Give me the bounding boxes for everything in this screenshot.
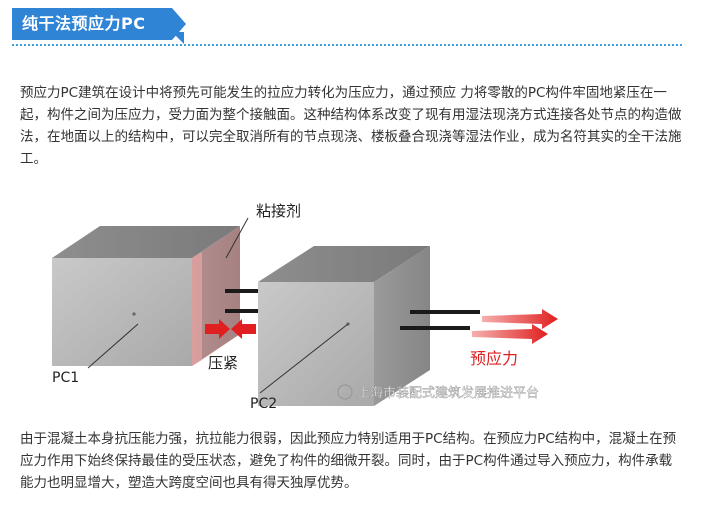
advantage-paragraph: 由于混凝土本身抗压能力强，抗拉能力很弱，因此预应力特别适用于PC结构。在预应力P… [20, 431, 677, 491]
leader-lines [87, 217, 349, 394]
compress-label: 压紧 [208, 354, 238, 372]
watermark: 上海市装配式建筑发展推进平台 [337, 384, 539, 401]
pc2-tendons [400, 310, 480, 330]
title-tab-fold [172, 32, 184, 44]
dotted-divider [12, 44, 682, 46]
prestress-label: 预应力 [470, 349, 518, 368]
pc1-label: PC1 [52, 370, 79, 386]
intro-paragraph: 预应力PC建筑在设计中将预先可能发生的拉应力转化为压应力，通过预应 力将零散的P… [20, 85, 682, 167]
section-title: 纯干法预应力PC [12, 8, 172, 40]
pc1-block [52, 226, 240, 366]
section-header: 纯干法预应力PC [12, 8, 682, 48]
pc-prestress-diagram: 粘接剂 PC1 PC2 压紧 预应力 上海市装配式建筑发展推进平台 [30, 188, 590, 416]
adhesive-label: 粘接剂 [256, 202, 301, 220]
wechat-icon [337, 384, 353, 400]
compress-arrows [205, 319, 256, 339]
prestress-arrows [472, 309, 558, 344]
watermark-text: 上海市装配式建筑发展推进平台 [357, 385, 539, 401]
pc2-block [258, 246, 430, 406]
pc2-label: PC2 [250, 396, 277, 412]
